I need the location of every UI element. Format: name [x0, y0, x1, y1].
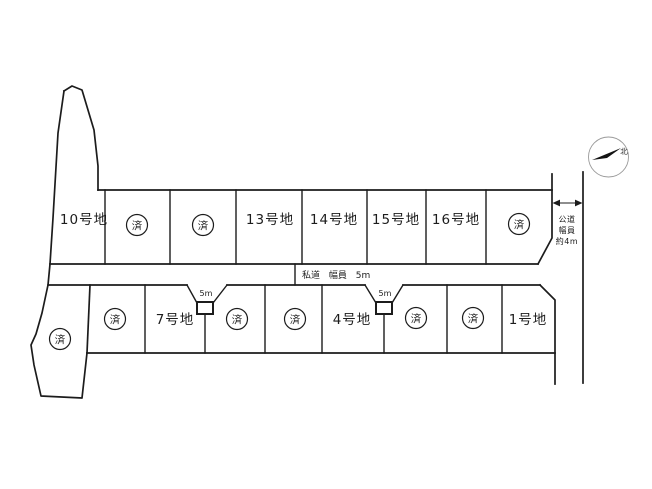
lot-15: 15号地	[372, 212, 420, 228]
sold-circle	[461, 306, 485, 330]
lot-1: 1号地	[509, 312, 548, 328]
sold-label: 済	[132, 219, 143, 232]
width-marker-1: 5m	[200, 289, 213, 298]
sold-label: 済	[290, 313, 301, 326]
sold-circle	[103, 307, 127, 331]
lot-label: 13号地	[246, 212, 294, 228]
north-arrow-icon	[592, 148, 621, 160]
lot-boundaries	[104, 189, 503, 354]
sold-circle	[507, 212, 531, 236]
sold-label: 済	[198, 219, 209, 232]
sold-label: 済	[55, 333, 66, 346]
lot-label: 14号地	[310, 212, 358, 228]
notch1-lines	[186, 284, 228, 354]
lot-top-sold-2: 済	[191, 213, 215, 237]
lot-label: 15号地	[372, 212, 420, 228]
notch2-width-box	[375, 301, 393, 315]
top-row-dividers	[104, 189, 487, 265]
notch2-lines	[364, 284, 404, 354]
lot-14: 14号地	[310, 212, 358, 228]
dimension-arrowhead-left	[552, 199, 560, 207]
bottom-row-right-edge	[538, 283, 556, 385]
lot-bottom-sold-2: 済	[103, 307, 127, 331]
bottom-row-slant-boundary	[86, 284, 91, 354]
lot-label: 1号地	[509, 312, 548, 328]
lot-top-sold-3: 済	[507, 212, 531, 236]
parcel-outlines	[30, 85, 584, 399]
lot-label: 16号地	[432, 212, 480, 228]
public-road-label-line2: 幅員	[559, 225, 576, 235]
sold-circle	[283, 307, 307, 331]
lot-bottom-sold-4: 済	[283, 307, 307, 331]
lot-bottom-sold-6: 済	[461, 306, 485, 330]
north-label: 北	[620, 147, 628, 156]
lot10-strip-right-edge	[62, 85, 99, 191]
lot-16: 16号地	[432, 212, 480, 228]
sold-label: 済	[411, 312, 422, 325]
lot-7: 7号地	[156, 312, 195, 328]
public-road-label-line3: 約4m	[556, 236, 578, 246]
lot-bottom-sold-5: 済	[404, 306, 428, 330]
west-boundary	[30, 90, 88, 399]
bottom-row-dividers	[144, 284, 503, 354]
lot-label: 7号地	[156, 312, 195, 328]
sold-label: 済	[110, 313, 121, 326]
dimension-arrowhead-right	[575, 199, 583, 207]
sold-circle	[191, 213, 215, 237]
notch1-width-box	[196, 301, 214, 315]
sold-circle	[225, 307, 249, 331]
sold-circle	[125, 213, 149, 237]
lot-label: 10号地	[60, 212, 108, 228]
compass-circle	[588, 136, 629, 178]
lot-bottom-sold-1: 済	[48, 327, 72, 351]
lot-13: 13号地	[246, 212, 294, 228]
sold-circle	[48, 327, 72, 351]
sold-label: 済	[514, 218, 525, 231]
sold-label: 済	[468, 312, 479, 325]
sold-label: 済	[232, 313, 243, 326]
lot-4: 4号地	[333, 312, 372, 328]
public-road-label: 公道 幅員 約4m	[556, 214, 578, 246]
lot-10: 10号地	[60, 212, 108, 228]
public-road-dimension	[552, 199, 583, 207]
lot-label: 4号地	[333, 312, 372, 328]
compass: 北	[588, 136, 629, 178]
lot-top-sold-1: 済	[125, 213, 149, 237]
sold-circle	[404, 306, 428, 330]
width-marker-2: 5m	[379, 289, 392, 298]
lot-bottom-sold-3: 済	[225, 307, 249, 331]
top-row-right-edge	[536, 173, 553, 266]
public-road-label-line1: 公道	[559, 214, 576, 224]
private-road-label: 私道 幅員 5m	[302, 269, 370, 281]
